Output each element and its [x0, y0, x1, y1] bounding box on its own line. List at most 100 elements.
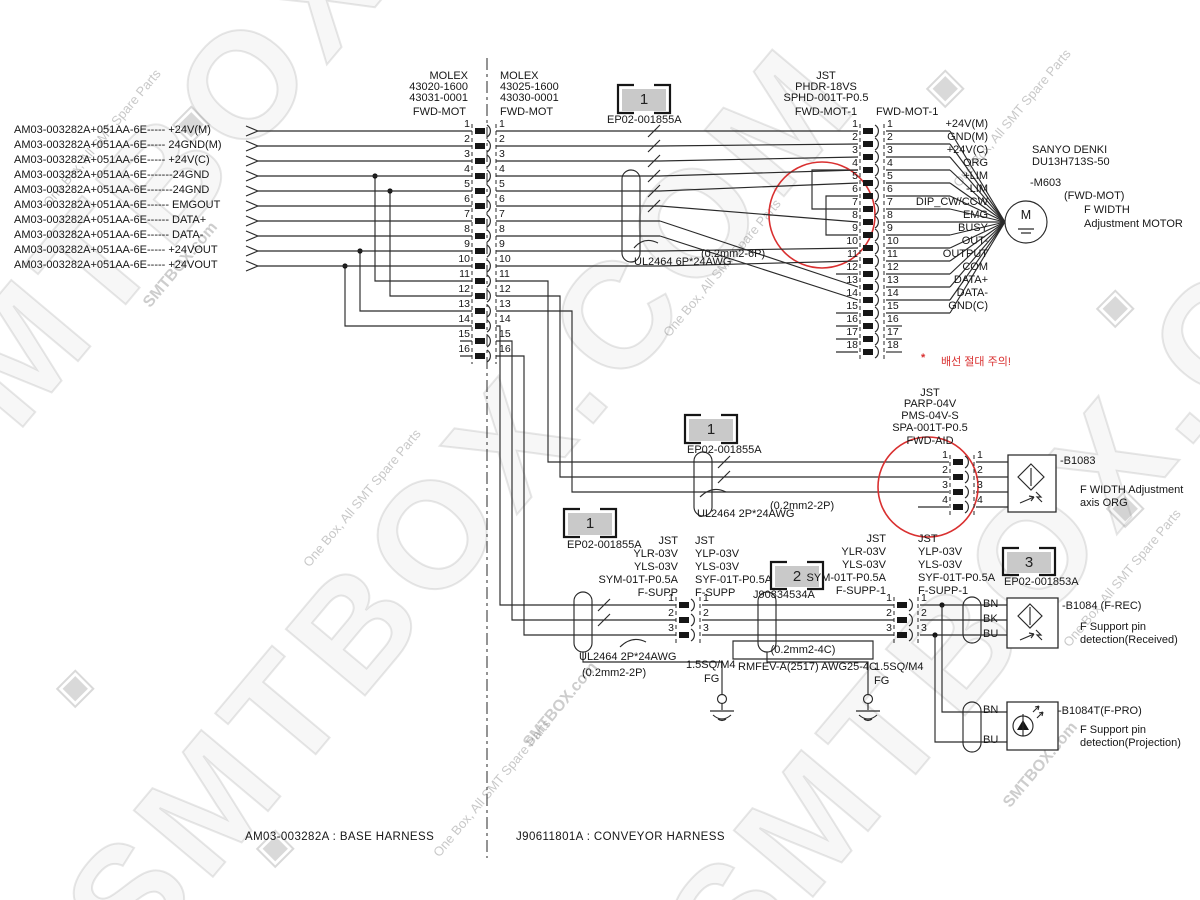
wire — [487, 320, 490, 332]
wire-color-label: BN — [983, 598, 999, 610]
motor-model: DU13H713S-50 — [1032, 156, 1110, 168]
aid-code: EP02-001855A — [687, 444, 762, 456]
wire — [950, 222, 1005, 248]
fsupp-col4-name: F-SUPP-1 — [918, 585, 969, 597]
wire — [487, 155, 490, 167]
wire — [487, 245, 490, 257]
wire — [950, 222, 1005, 261]
wire — [950, 222, 1005, 235]
signal-label: DATA+ — [953, 274, 988, 286]
contact-symbol — [475, 338, 485, 344]
fwd-mot-pin-number: 13 — [499, 298, 511, 310]
input-signal-label: AM03-003282A+051AA-6E----- 24GND(M) — [14, 139, 222, 151]
badge-2-number: 2 — [792, 568, 802, 585]
fwd-mot-1-pin-number: 7 — [852, 196, 858, 208]
fg-left-label: FG — [704, 673, 720, 685]
fwd-mot-pin-number: 11 — [499, 268, 510, 280]
wire — [691, 599, 694, 611]
fwd-mot-1-pin-number: 17 — [887, 326, 899, 338]
wire — [487, 215, 490, 227]
fsupp-col4-part1: YLP-03V — [918, 546, 963, 558]
aid-cable: UL2464 2P*24AWG — [697, 508, 795, 520]
fsupp-col4-part2: YLS-03V — [918, 559, 963, 571]
fwd-mot-1-pin-number: 1 — [852, 118, 858, 130]
conn1-right-part2: 43030-0001 — [500, 92, 559, 104]
aid-name: FWD-AID — [906, 435, 954, 447]
input-signal-label: AM03-003282A+051AA-6E------ DATA+ — [14, 214, 207, 226]
warning-asterisk: * — [921, 352, 926, 364]
fwd-mot-1-pin-number: 6 — [852, 183, 858, 195]
wire — [965, 471, 968, 483]
fsupp-col1-maker: JST — [658, 535, 678, 547]
fwd-mot-pin-number: 15 — [499, 328, 511, 340]
contact-symbol — [863, 284, 873, 290]
f-supp-pin-number: 3 — [668, 622, 674, 634]
fwd-mot-pin-number: 4 — [499, 163, 505, 175]
cable-top-code: EP02-001855A — [607, 114, 682, 126]
wire — [950, 222, 1005, 313]
wire — [246, 171, 258, 181]
fsupp-code2: J90834534A — [753, 589, 815, 601]
light-beam-icon — [1020, 630, 1042, 640]
wire — [487, 260, 490, 272]
wire — [875, 151, 878, 163]
sensor-b1084t-desc1: F Support pin — [1080, 724, 1147, 736]
sensor-b1083-desc2: axis ORG — [1080, 497, 1128, 509]
fwd-mot-pin-number: 7 — [499, 208, 505, 220]
photo-receiver-icon — [1018, 464, 1044, 490]
aid-part3: SPA-001T-P0.5 — [892, 422, 968, 434]
contact-symbol — [475, 233, 485, 239]
fwd-mot-1-pin-number: 16 — [887, 313, 899, 325]
wire — [487, 230, 490, 242]
badge-3-number: 3 — [1024, 554, 1034, 571]
fwd-mot-pin-number: 8 — [464, 223, 470, 235]
signal-label: +24V(M) — [945, 118, 989, 130]
fwd-mot-pin-number: 10 — [499, 253, 511, 265]
wire — [875, 190, 878, 202]
wire — [660, 144, 858, 146]
f-supp-1-pin-number: 1 — [886, 592, 892, 604]
wire — [875, 216, 878, 228]
contact-symbol — [863, 219, 873, 225]
wire — [660, 157, 858, 161]
contact-symbol — [863, 258, 873, 264]
contact-symbol — [475, 188, 485, 194]
wire — [246, 186, 258, 196]
aid-part1: PARP-04V — [903, 398, 957, 410]
fwd-mot-pin-number: 4 — [464, 163, 470, 175]
fwd-mot-1-pin-number: 17 — [846, 326, 858, 338]
fwd-mot-1-pin-number: 12 — [887, 261, 899, 273]
aid-part2: PMS-04V-S — [901, 410, 959, 422]
wire — [875, 164, 878, 176]
fwd-aid-pin-number: 4 — [977, 494, 983, 506]
conn2-part2: SPHD-001T-P0.5 — [783, 92, 869, 104]
fwd-mot-pin-number: 1 — [499, 118, 505, 130]
contact-symbol — [863, 245, 873, 251]
fsupp-col2-maker: JST — [695, 535, 715, 547]
fg-right-label: FG — [874, 675, 890, 687]
wire — [950, 209, 1005, 222]
fwd-mot-pin-number: 13 — [458, 298, 470, 310]
conn1-left-part1: 43020-1600 — [409, 81, 468, 93]
conn1-right-part1: 43025-1600 — [500, 81, 559, 93]
sensor-b1083-desc1: F WIDTH Adjustment — [1080, 484, 1184, 496]
fwd-mot-1-pin-number: 11 — [847, 248, 858, 260]
fsupp-cable-spec: (0.2mm2-2P) — [582, 667, 647, 679]
fwd-mot-pin-number: 3 — [499, 148, 505, 160]
wire — [965, 456, 968, 468]
wire — [246, 231, 258, 241]
f-supp-1-pin-number: 3 — [921, 622, 927, 634]
fwd-aid-pin-number: 4 — [942, 494, 948, 506]
wire — [246, 201, 258, 211]
contact-symbol — [863, 128, 873, 134]
fsupp-col3-part1: YLR-03V — [841, 546, 886, 558]
badge-1-number: 1 — [706, 421, 716, 438]
wire — [950, 157, 1005, 222]
fwd-mot-pin-number: 7 — [464, 208, 470, 220]
contact-symbol — [897, 617, 907, 623]
fwd-mot-1-pin-number: 3 — [887, 144, 893, 156]
input-signal-label: AM03-003282A+051AA-6E----- +24V(C) — [14, 154, 210, 166]
wire — [950, 170, 1005, 222]
conn2-maker: JST — [816, 70, 836, 82]
wire — [246, 126, 258, 136]
